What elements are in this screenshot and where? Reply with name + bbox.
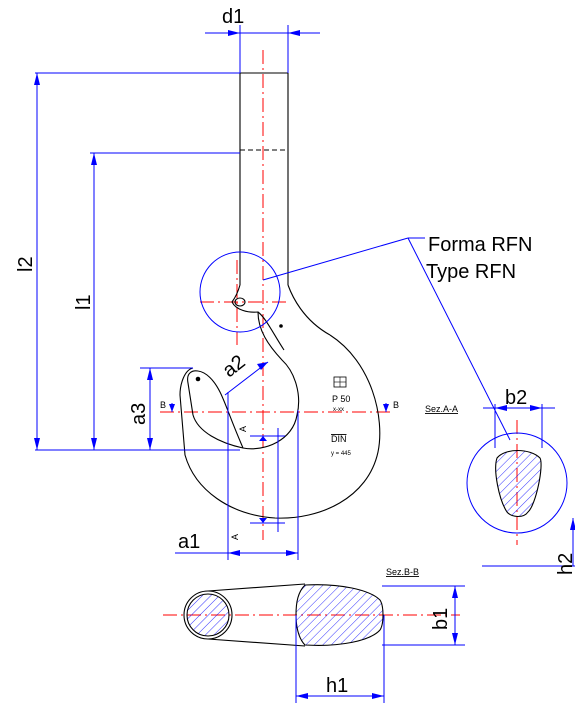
dim-label-a3: a3 — [128, 403, 150, 425]
dimension-l2: l2 — [15, 72, 240, 451]
detail-circle — [199, 251, 281, 333]
dimension-a3: a3 — [128, 367, 193, 450]
section-b-label-left: B — [160, 400, 166, 410]
stamp-line2: x-xx — [333, 407, 344, 413]
stamp-line1: P 50 — [332, 394, 350, 404]
dim-label-a1: a1 — [178, 531, 200, 553]
dim-label-h1: h1 — [326, 675, 348, 697]
dim-label-b1: b1 — [430, 608, 452, 630]
stamp-din: DIN — [331, 434, 347, 444]
dim-label-d1: d1 — [222, 6, 244, 28]
section-bb-title: Sez.B-B — [386, 567, 419, 577]
type-callout: Forma RFN Type RFN — [262, 234, 532, 441]
dim-label-l1: l1 — [73, 294, 95, 310]
dimension-a2: a2 — [219, 351, 269, 396]
section-a-label-top: A — [238, 426, 248, 432]
stamp-din-code: y = 445 — [331, 451, 352, 457]
callout-line1: Forma RFN — [428, 234, 532, 256]
section-b-label-right: B — [393, 400, 399, 410]
dimension-a1: a1 — [175, 392, 299, 560]
stamp-marking: P 50 x-xx DIN y = 445 — [331, 376, 352, 457]
section-aa-view: Sez.A-A b2 h2 — [425, 387, 575, 575]
dimension-l1: l1 — [73, 152, 240, 450]
center-lines — [160, 50, 518, 616]
section-b-markers: B B — [160, 400, 399, 412]
dim-label-b2: b2 — [505, 387, 527, 409]
callout-line2: Type RFN — [426, 261, 516, 283]
dim-label-l2: l2 — [15, 256, 37, 272]
dim-label-a2: a2 — [219, 351, 250, 382]
section-a-label-bottom: A — [230, 534, 240, 540]
dim-label-h2: h2 — [555, 553, 575, 575]
section-bb-view: Sez.B-B b1 h1 — [183, 567, 465, 703]
section-aa-title: Sez.A-A — [425, 404, 458, 414]
section-a-markers: A A — [230, 426, 285, 540]
dimension-d1: d1 — [205, 6, 320, 73]
